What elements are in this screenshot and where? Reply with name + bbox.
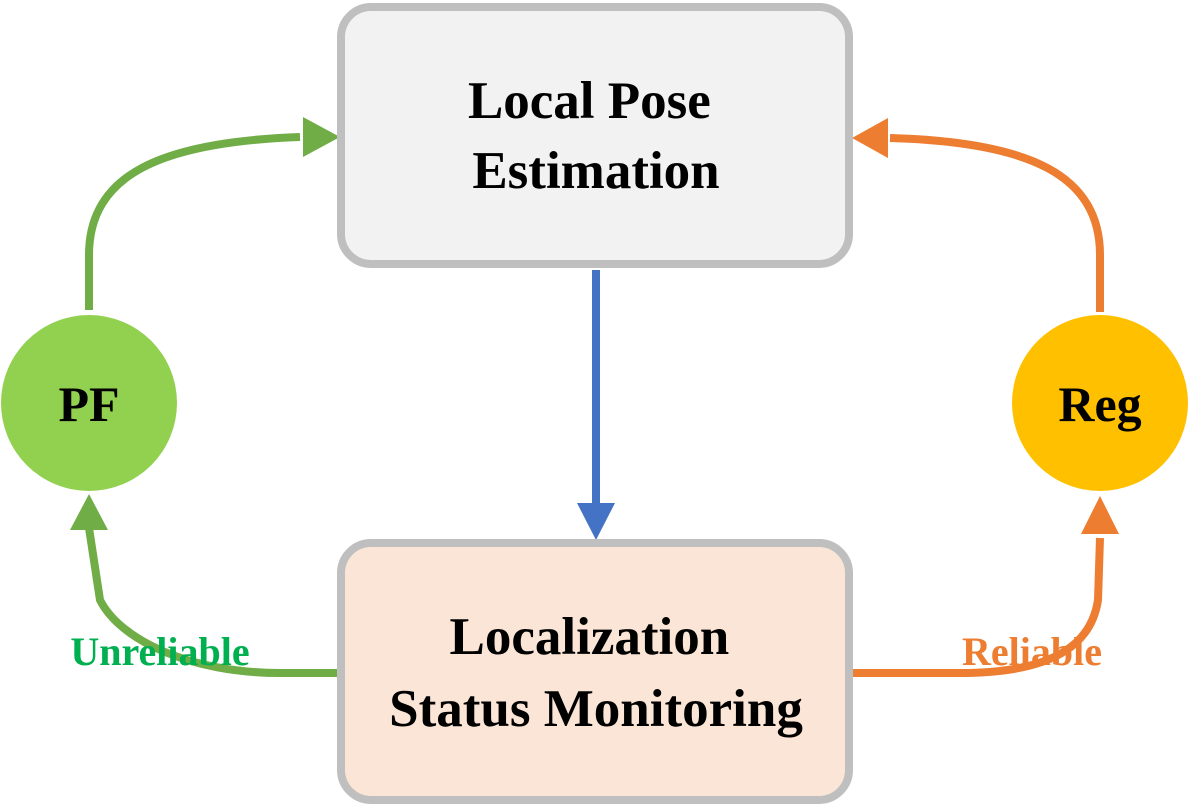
arrowhead-up-to-reg [1081,496,1119,534]
status-monitoring-text: Localization Status Monitoring [389,608,803,738]
arrowhead-left-to-pose [852,118,888,158]
unreliable-edge-lower [85,527,340,677]
pf-to-pose-edge [85,133,301,310]
reg-node: Reg [1012,315,1188,491]
local-pose-line-1: Local Pose [468,72,711,130]
status-monitoring-line-1: Localization [450,608,730,666]
local-pose-box [337,3,853,268]
arrowhead-up-to-pf [70,494,108,530]
status-monitoring-node: Localization Status Monitoring [337,539,853,804]
local-pose-estimation-node: Local Pose Estimation [337,3,853,268]
arrowhead-down-to-monitoring [577,503,615,540]
status-monitoring-line-2: Status Monitoring [389,680,803,738]
reg-to-pose-edge [889,134,1104,312]
pf-circle [1,315,177,491]
local-pose-text: Local Pose Estimation [468,72,724,200]
reliable-label: Reliable [962,629,1102,674]
pf-label: PF [58,376,119,432]
pf-node: PF [1,315,177,491]
reg-circle [1012,315,1188,491]
reg-label: Reg [1058,376,1141,432]
unreliable-label: Unreliable [70,629,249,674]
arrowhead-right-to-pose [303,117,340,157]
status-monitoring-box [337,539,853,804]
local-pose-line-2: Estimation [472,142,719,200]
reliable-edge-lower [852,537,1104,677]
